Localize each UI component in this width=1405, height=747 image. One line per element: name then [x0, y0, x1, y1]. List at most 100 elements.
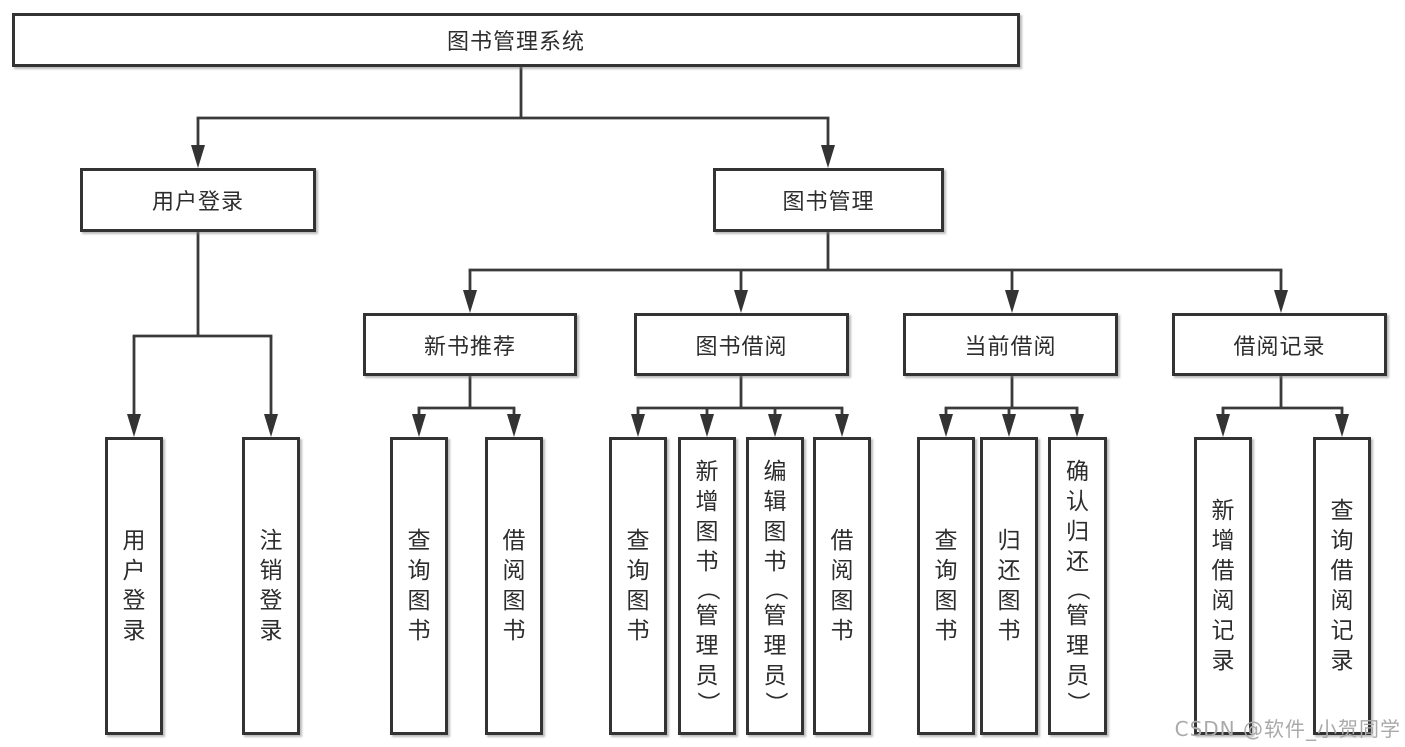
vertical-char: 借 — [1330, 558, 1354, 584]
node-label: 当前借阅 — [964, 334, 1057, 360]
node-book-borrowing: 图书借阅 — [634, 313, 849, 376]
vertical-char: 查 — [626, 528, 650, 554]
vertical-char: 询 — [626, 558, 650, 584]
vertical-char: 书 — [763, 549, 787, 575]
vertical-char: 查 — [407, 528, 431, 554]
vertical-char: 新 — [1211, 498, 1235, 524]
vertical-char: 图 — [626, 588, 650, 614]
node-label: 图书管理 — [782, 190, 875, 215]
leaf-borrow-books: 借阅图书 — [813, 437, 871, 735]
vertical-char: 户 — [122, 558, 146, 584]
vertical-char: （ — [762, 577, 788, 601]
node-library-management-system: 图书管理系统 — [12, 13, 1020, 67]
vertical-char: 图 — [830, 588, 854, 614]
vertical-char: 员 — [1066, 663, 1089, 689]
vertical-char: 阅 — [502, 558, 526, 584]
leaf-return-book: 归还图书 — [980, 437, 1038, 735]
vertical-char: 阅 — [1211, 588, 1235, 614]
vertical-char: 书 — [934, 618, 958, 644]
vertical-char: 图 — [502, 588, 526, 614]
vertical-char: 借 — [830, 528, 854, 554]
vertical-char: 登 — [259, 588, 283, 614]
vertical-char: 注 — [259, 528, 283, 554]
vertical-char: 编 — [763, 459, 787, 485]
vertical-char: ） — [762, 691, 788, 715]
vertical-char: 增 — [695, 489, 719, 515]
node-label: 图书管理系统 — [446, 30, 585, 55]
vertical-char: 还 — [997, 558, 1021, 584]
vertical-char: 员 — [695, 663, 719, 689]
vertical-char: 登 — [122, 588, 146, 614]
node-label: 新书推荐 — [423, 334, 516, 360]
vertical-char: 书 — [407, 618, 431, 644]
leaf-logout: 注销登录 — [242, 437, 300, 735]
leaf-user-login: 用户登录 — [105, 437, 163, 735]
vertical-char: 录 — [1330, 648, 1354, 674]
vertical-char: 询 — [1330, 528, 1354, 554]
vertical-char: 理 — [1066, 633, 1089, 659]
vertical-char: 图 — [997, 588, 1021, 614]
vertical-char: 辑 — [763, 489, 787, 515]
vertical-char: 询 — [934, 558, 958, 584]
leaf-add-book-admin: 新增图书（管理员） — [678, 437, 736, 735]
leaf-query-borrow-record: 查询借阅记录 — [1313, 437, 1371, 735]
vertical-char: 确 — [1066, 459, 1089, 485]
vertical-char: 归 — [1066, 519, 1089, 545]
vertical-char: 借 — [1211, 558, 1235, 584]
vertical-char: 图 — [934, 588, 958, 614]
vertical-char: 书 — [830, 618, 854, 644]
vertical-char: 销 — [259, 558, 283, 584]
vertical-char: 阅 — [830, 558, 854, 584]
node-label: 用户登录 — [151, 190, 244, 215]
vertical-char: 归 — [997, 528, 1021, 554]
vertical-char: 录 — [122, 618, 146, 644]
vertical-char: 书 — [626, 618, 650, 644]
node-current-borrowing: 当前借阅 — [903, 313, 1118, 376]
vertical-char: 增 — [1211, 528, 1235, 554]
vertical-char: ） — [694, 691, 720, 715]
vertical-char: 管 — [695, 603, 719, 629]
node-user-login: 用户登录 — [80, 168, 316, 232]
leaf-edit-book-admin: 编辑图书（管理员） — [746, 437, 804, 735]
leaf-add-borrow-record: 新增借阅记录 — [1194, 437, 1252, 735]
vertical-char: 书 — [695, 549, 719, 575]
vertical-char: 用 — [122, 528, 146, 554]
node-label: 图书借阅 — [695, 334, 788, 360]
vertical-char: 员 — [763, 663, 787, 689]
vertical-char: 记 — [1330, 618, 1354, 644]
vertical-char: 书 — [502, 618, 526, 644]
vertical-char: 还 — [1066, 549, 1089, 575]
node-new-book-recommendation: 新书推荐 — [363, 313, 577, 376]
vertical-char: 查 — [934, 528, 958, 554]
vertical-char: ） — [1064, 691, 1091, 715]
node-label: 借阅记录 — [1233, 334, 1326, 360]
vertical-char: 查 — [1330, 498, 1354, 524]
vertical-char: 图 — [407, 588, 431, 614]
leaf-query-books-recommend: 查询图书 — [390, 437, 448, 735]
leaf-query-books-borrow: 查询图书 — [609, 437, 667, 735]
vertical-char: 询 — [407, 558, 431, 584]
vertical-char: （ — [1064, 577, 1091, 601]
vertical-char: 录 — [259, 618, 283, 644]
vertical-char: 新 — [695, 459, 719, 485]
vertical-char: 书 — [997, 618, 1021, 644]
node-book-management: 图书管理 — [713, 168, 944, 232]
vertical-char: 记 — [1211, 618, 1235, 644]
csdn-watermark: CSDN @软件_小贺同学 — [1174, 717, 1401, 741]
vertical-char: 图 — [695, 519, 719, 545]
vertical-char: 阅 — [1330, 588, 1354, 614]
vertical-char: 图 — [763, 519, 787, 545]
vertical-char: 理 — [763, 633, 787, 659]
leaf-query-books-current: 查询图书 — [917, 437, 975, 735]
vertical-char: 理 — [695, 633, 719, 659]
vertical-char: 认 — [1066, 489, 1089, 515]
vertical-char: 管 — [1066, 603, 1089, 629]
vertical-char: （ — [694, 577, 720, 601]
node-borrowing-records: 借阅记录 — [1172, 313, 1387, 376]
leaf-borrow-books-recommend: 借阅图书 — [485, 437, 543, 735]
vertical-char: 管 — [763, 603, 787, 629]
leaf-confirm-return-admin: 确认归还（管理员） — [1048, 437, 1107, 735]
vertical-char: 录 — [1211, 648, 1235, 674]
